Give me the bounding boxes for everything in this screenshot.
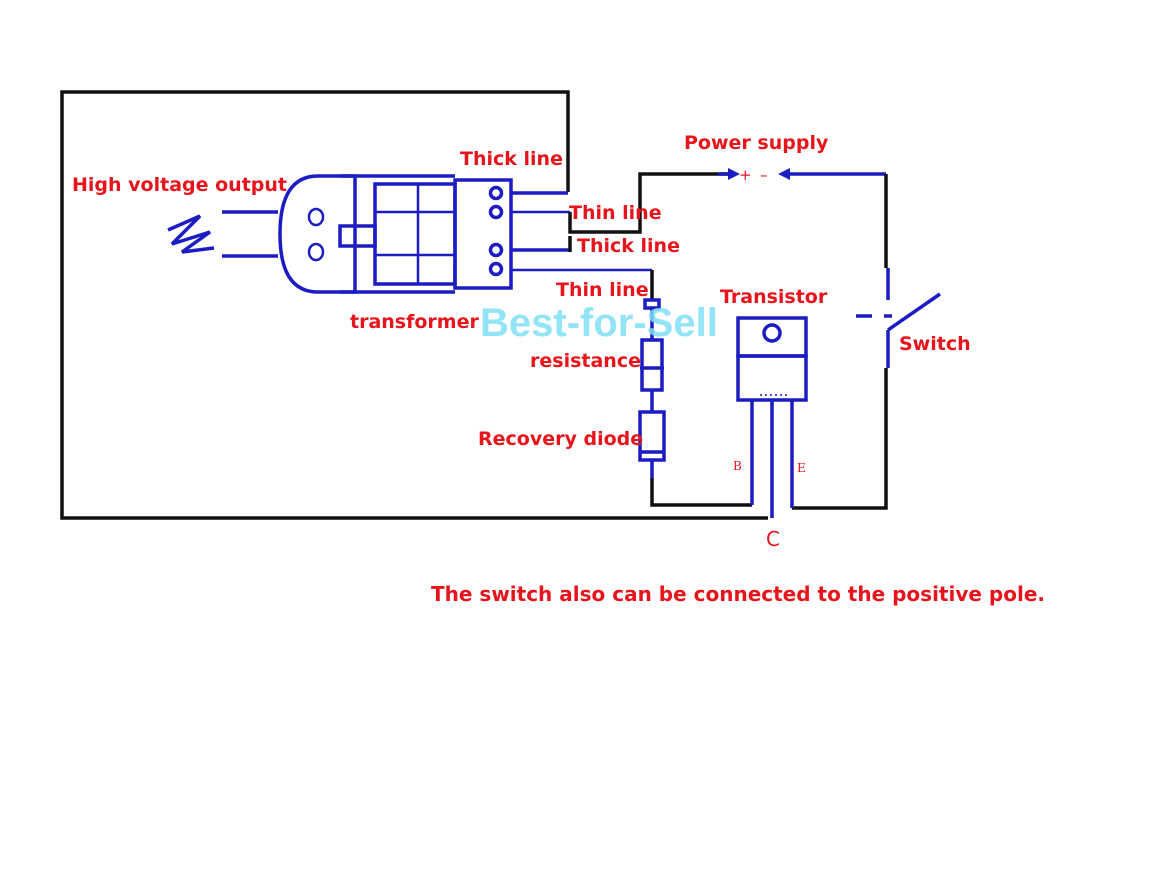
transistor	[736, 316, 808, 518]
transformer-housing	[278, 174, 357, 294]
label-thick-line-mid: Thick line	[577, 235, 680, 257]
spark-gap-icon	[167, 210, 278, 258]
label-thin-line-bottom: Thin line	[556, 279, 649, 301]
label-pin-c: C	[766, 527, 780, 551]
wire-switch-bottom	[792, 368, 888, 510]
recovery-diode	[638, 410, 666, 478]
resistor-body	[640, 338, 664, 392]
label-resistance: resistance	[530, 350, 641, 372]
core-block	[373, 182, 457, 286]
black-loop-wire	[60, 90, 768, 520]
note-text: The switch also can be connected to the …	[431, 582, 1045, 606]
transistor-mounting-hole	[762, 323, 782, 343]
label-pin-b: B	[733, 459, 742, 473]
label-switch: Switch	[899, 333, 971, 355]
hv-terminal-bottom	[307, 242, 325, 262]
terminal-thick-1	[488, 185, 504, 201]
terminal-block	[453, 178, 513, 290]
wire-diode-to-base	[650, 478, 752, 507]
terminal-thick-2	[488, 242, 504, 258]
hv-terminal-top	[307, 207, 325, 227]
terminal-thin-1	[488, 204, 504, 220]
resistor	[640, 298, 664, 412]
label-transformer: transformer	[350, 311, 479, 333]
label-pin-e: E	[797, 461, 806, 475]
label-thick-line-top: Thick line	[460, 148, 563, 170]
transistor-body	[736, 354, 808, 402]
label-recovery-diode: Recovery diode	[478, 428, 643, 450]
label-high-voltage-output: High voltage output	[72, 174, 287, 196]
wire-to-power-negative	[568, 172, 730, 234]
power-plus: +	[739, 166, 752, 184]
power-minus: –	[760, 166, 768, 184]
label-power-supply: Power supply	[684, 132, 829, 154]
label-thin-line-top: Thin line	[569, 202, 662, 224]
transformer	[278, 174, 513, 294]
watermark-text: Best-for-Sell	[480, 301, 718, 345]
switch-icon	[856, 268, 941, 368]
terminal-thin-2	[488, 261, 504, 277]
power-supply: + –	[718, 166, 886, 184]
core-center-leg	[338, 224, 377, 248]
label-transistor: Transistor	[720, 286, 828, 308]
